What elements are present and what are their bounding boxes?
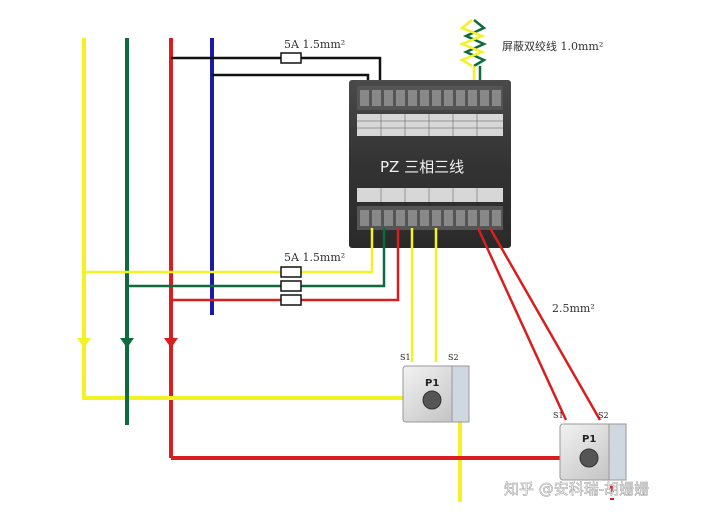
fuse-c-icon bbox=[280, 294, 302, 306]
fuse-a-icon bbox=[280, 266, 302, 278]
meter-top-terminals bbox=[360, 90, 501, 106]
voltage-wire-a bbox=[84, 228, 374, 274]
fuse-b-icon bbox=[280, 280, 302, 292]
ct2-s1-wire bbox=[476, 227, 568, 421]
ct2: P1 bbox=[559, 423, 627, 481]
phase-c-arrow-icon bbox=[164, 338, 178, 348]
ct1-s2-label: S2 bbox=[448, 353, 459, 362]
ct2-s1-label: S1 bbox=[553, 411, 564, 420]
twisted-pair-zigzag-2-icon bbox=[458, 19, 486, 68]
phase-a-arrow-icon bbox=[77, 338, 91, 348]
ct2-s2-label: S2 bbox=[598, 411, 609, 420]
meter-bottom-label-grid bbox=[380, 188, 478, 202]
ct1: P1 bbox=[402, 365, 470, 423]
meter-bottom-terminal-strip bbox=[357, 206, 503, 230]
ct1-name: P1 bbox=[425, 378, 439, 389]
watermark: 知乎 @安科瑞-胡姗姗 bbox=[504, 480, 649, 498]
ct2-s2-wire bbox=[488, 227, 602, 421]
twisted-pair-zigzag-icon bbox=[462, 19, 488, 68]
meter-top-terminal-strip bbox=[357, 86, 503, 110]
meter-top-label-plate bbox=[357, 114, 503, 136]
meter-bottom-label-plate bbox=[357, 188, 503, 202]
control-wire-1 bbox=[171, 56, 382, 108]
meter-bottom-terminals bbox=[360, 210, 501, 226]
meter-top-label-grid bbox=[357, 114, 503, 136]
voltage-wire-c bbox=[171, 228, 400, 302]
fuse-icon bbox=[280, 52, 302, 64]
ct-wire-label: 2.5mm² bbox=[552, 302, 595, 315]
voltage-wire-b bbox=[127, 228, 386, 288]
ct2-name: P1 bbox=[582, 434, 596, 445]
meter-title: PZ 三相三线 bbox=[380, 158, 464, 176]
twisted-pair-label: 屏蔽双绞线 1.0mm² bbox=[502, 39, 603, 53]
fuse-bottom-label: 5A 1.5mm² bbox=[284, 251, 345, 264]
fuse-top-label: 5A 1.5mm² bbox=[284, 38, 345, 51]
control-wire-2 bbox=[212, 73, 370, 108]
ct1-s1-label: S1 bbox=[400, 353, 411, 362]
